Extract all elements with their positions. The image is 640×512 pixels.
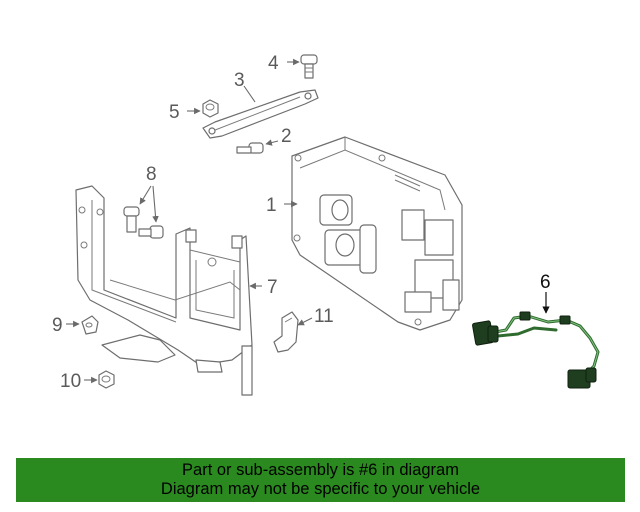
banner-line-2: Diagram may not be specific to your vehi… bbox=[160, 480, 481, 498]
harness-connector-left bbox=[472, 320, 499, 346]
callout-4: 4 bbox=[268, 53, 279, 74]
callout-2: 2 bbox=[281, 126, 292, 147]
part-5-nut bbox=[202, 99, 219, 118]
callout-1: 1 bbox=[266, 195, 277, 216]
callout-9: 9 bbox=[52, 315, 63, 336]
part-11-bracket bbox=[273, 311, 299, 353]
part-1-module bbox=[291, 136, 463, 331]
part-10-nut bbox=[98, 370, 115, 389]
part-6-wire-harness bbox=[472, 311, 600, 389]
banner-line-1: Part or sub-assembly is #6 in diagram bbox=[182, 461, 459, 479]
part-4-bolt bbox=[300, 54, 318, 79]
callout-6: 6 bbox=[540, 272, 551, 293]
part-9-clip bbox=[81, 315, 99, 335]
callout-5: 5 bbox=[169, 102, 180, 123]
part-7-bracket bbox=[75, 185, 253, 396]
callout-8: 8 bbox=[146, 164, 157, 185]
callout-7: 7 bbox=[267, 277, 278, 298]
callout-11: 11 bbox=[314, 306, 334, 327]
parts-diagram: 4 3 5 2 bbox=[52, 53, 600, 396]
part-8-bolt-a bbox=[123, 206, 140, 233]
info-banner: Part or sub-assembly is #6 in diagram Di… bbox=[16, 458, 625, 502]
part-2-bolt bbox=[236, 142, 264, 154]
callout-10: 10 bbox=[60, 371, 81, 392]
harness-connector-right bbox=[567, 367, 597, 389]
callout-3: 3 bbox=[234, 70, 245, 91]
part-3-bracket bbox=[202, 89, 319, 139]
part-8-bolt-b bbox=[138, 225, 164, 239]
